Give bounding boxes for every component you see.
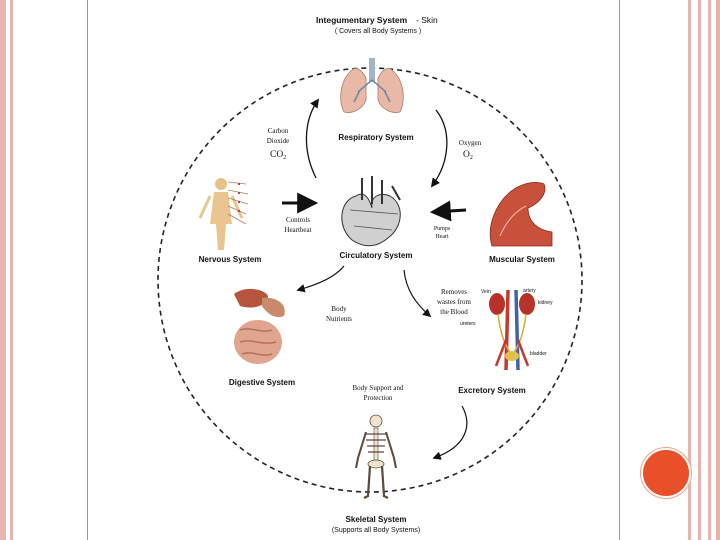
label-oxygen: Oxygen <box>459 139 482 147</box>
slide-accent-dot <box>641 448 691 498</box>
label-ureters: ureters <box>460 321 476 327</box>
document-edge <box>619 0 620 540</box>
frame-stripe <box>0 0 6 540</box>
heart-icon <box>341 176 401 247</box>
label-muscular-system: Muscular System <box>489 255 555 264</box>
digestive-system-icon <box>222 274 296 374</box>
frame-stripe <box>716 0 720 540</box>
label-nervous-system: Nervous System <box>199 255 262 264</box>
title-integumentary: Integumentary System <box>316 15 408 25</box>
label-artery: artery <box>523 288 536 294</box>
title-suffix: - Skin <box>416 15 438 25</box>
lungs-icon <box>340 58 404 113</box>
label-pumps: Pumps <box>434 226 451 232</box>
label-circulatory-system: Circulatory System <box>340 251 413 260</box>
label-bladder: bladder <box>530 351 547 357</box>
label-controls: Controls <box>286 216 310 224</box>
skeleton-icon <box>355 414 397 499</box>
arrow-skeletal <box>432 405 468 460</box>
label-digestive-system: Digestive System <box>229 378 295 387</box>
label-heartbeat: Heartbeat <box>284 226 311 234</box>
label-kidney: kidney <box>538 300 553 306</box>
frame-stripe <box>708 0 711 540</box>
label-protection: Protection <box>364 394 393 402</box>
nervous-system-figure-icon <box>198 178 249 250</box>
frame-stripe <box>6 0 10 540</box>
excretory-system-icon <box>489 289 535 371</box>
integumentary-circle <box>157 67 583 493</box>
label-co2: CO2 <box>270 150 286 161</box>
label-the-blood: the Blood <box>440 308 468 316</box>
label-nutrients: Nutrients <box>326 315 352 323</box>
label-o2: O2 <box>463 150 473 161</box>
muscle-arm-icon <box>489 182 553 247</box>
frame-stripe <box>698 0 701 540</box>
document-edge <box>87 0 88 540</box>
label-body-support: Body Support and <box>353 384 404 392</box>
arrow-o2 <box>430 109 448 188</box>
label-pumps-heart: Heart <box>435 234 449 240</box>
label-removes: Removes <box>441 288 467 296</box>
arrow-wastes <box>403 269 432 318</box>
arrow-nutrients <box>296 265 345 293</box>
label-respiratory-system: Respiratory System <box>338 133 413 142</box>
arrow-pumps <box>429 200 467 222</box>
label-skeletal-system: Skeletal System <box>346 515 407 524</box>
arrow-co2 <box>305 98 320 179</box>
label-body: Body <box>331 305 347 313</box>
label-wastes-from: wastes from <box>437 298 472 306</box>
label-excretory-system: Excretory System <box>458 386 526 395</box>
label-carbon: Carbon <box>268 127 289 135</box>
label-skeletal-subtitle: (Supports all Body Systems) <box>332 527 420 534</box>
label-dioxide: Dioxide <box>267 137 290 145</box>
title-subtitle: ( Covers all Body Systems ) <box>335 28 421 35</box>
label-vein: Vein <box>481 289 491 295</box>
frame-stripe <box>10 0 13 540</box>
frame-stripe <box>688 0 691 540</box>
